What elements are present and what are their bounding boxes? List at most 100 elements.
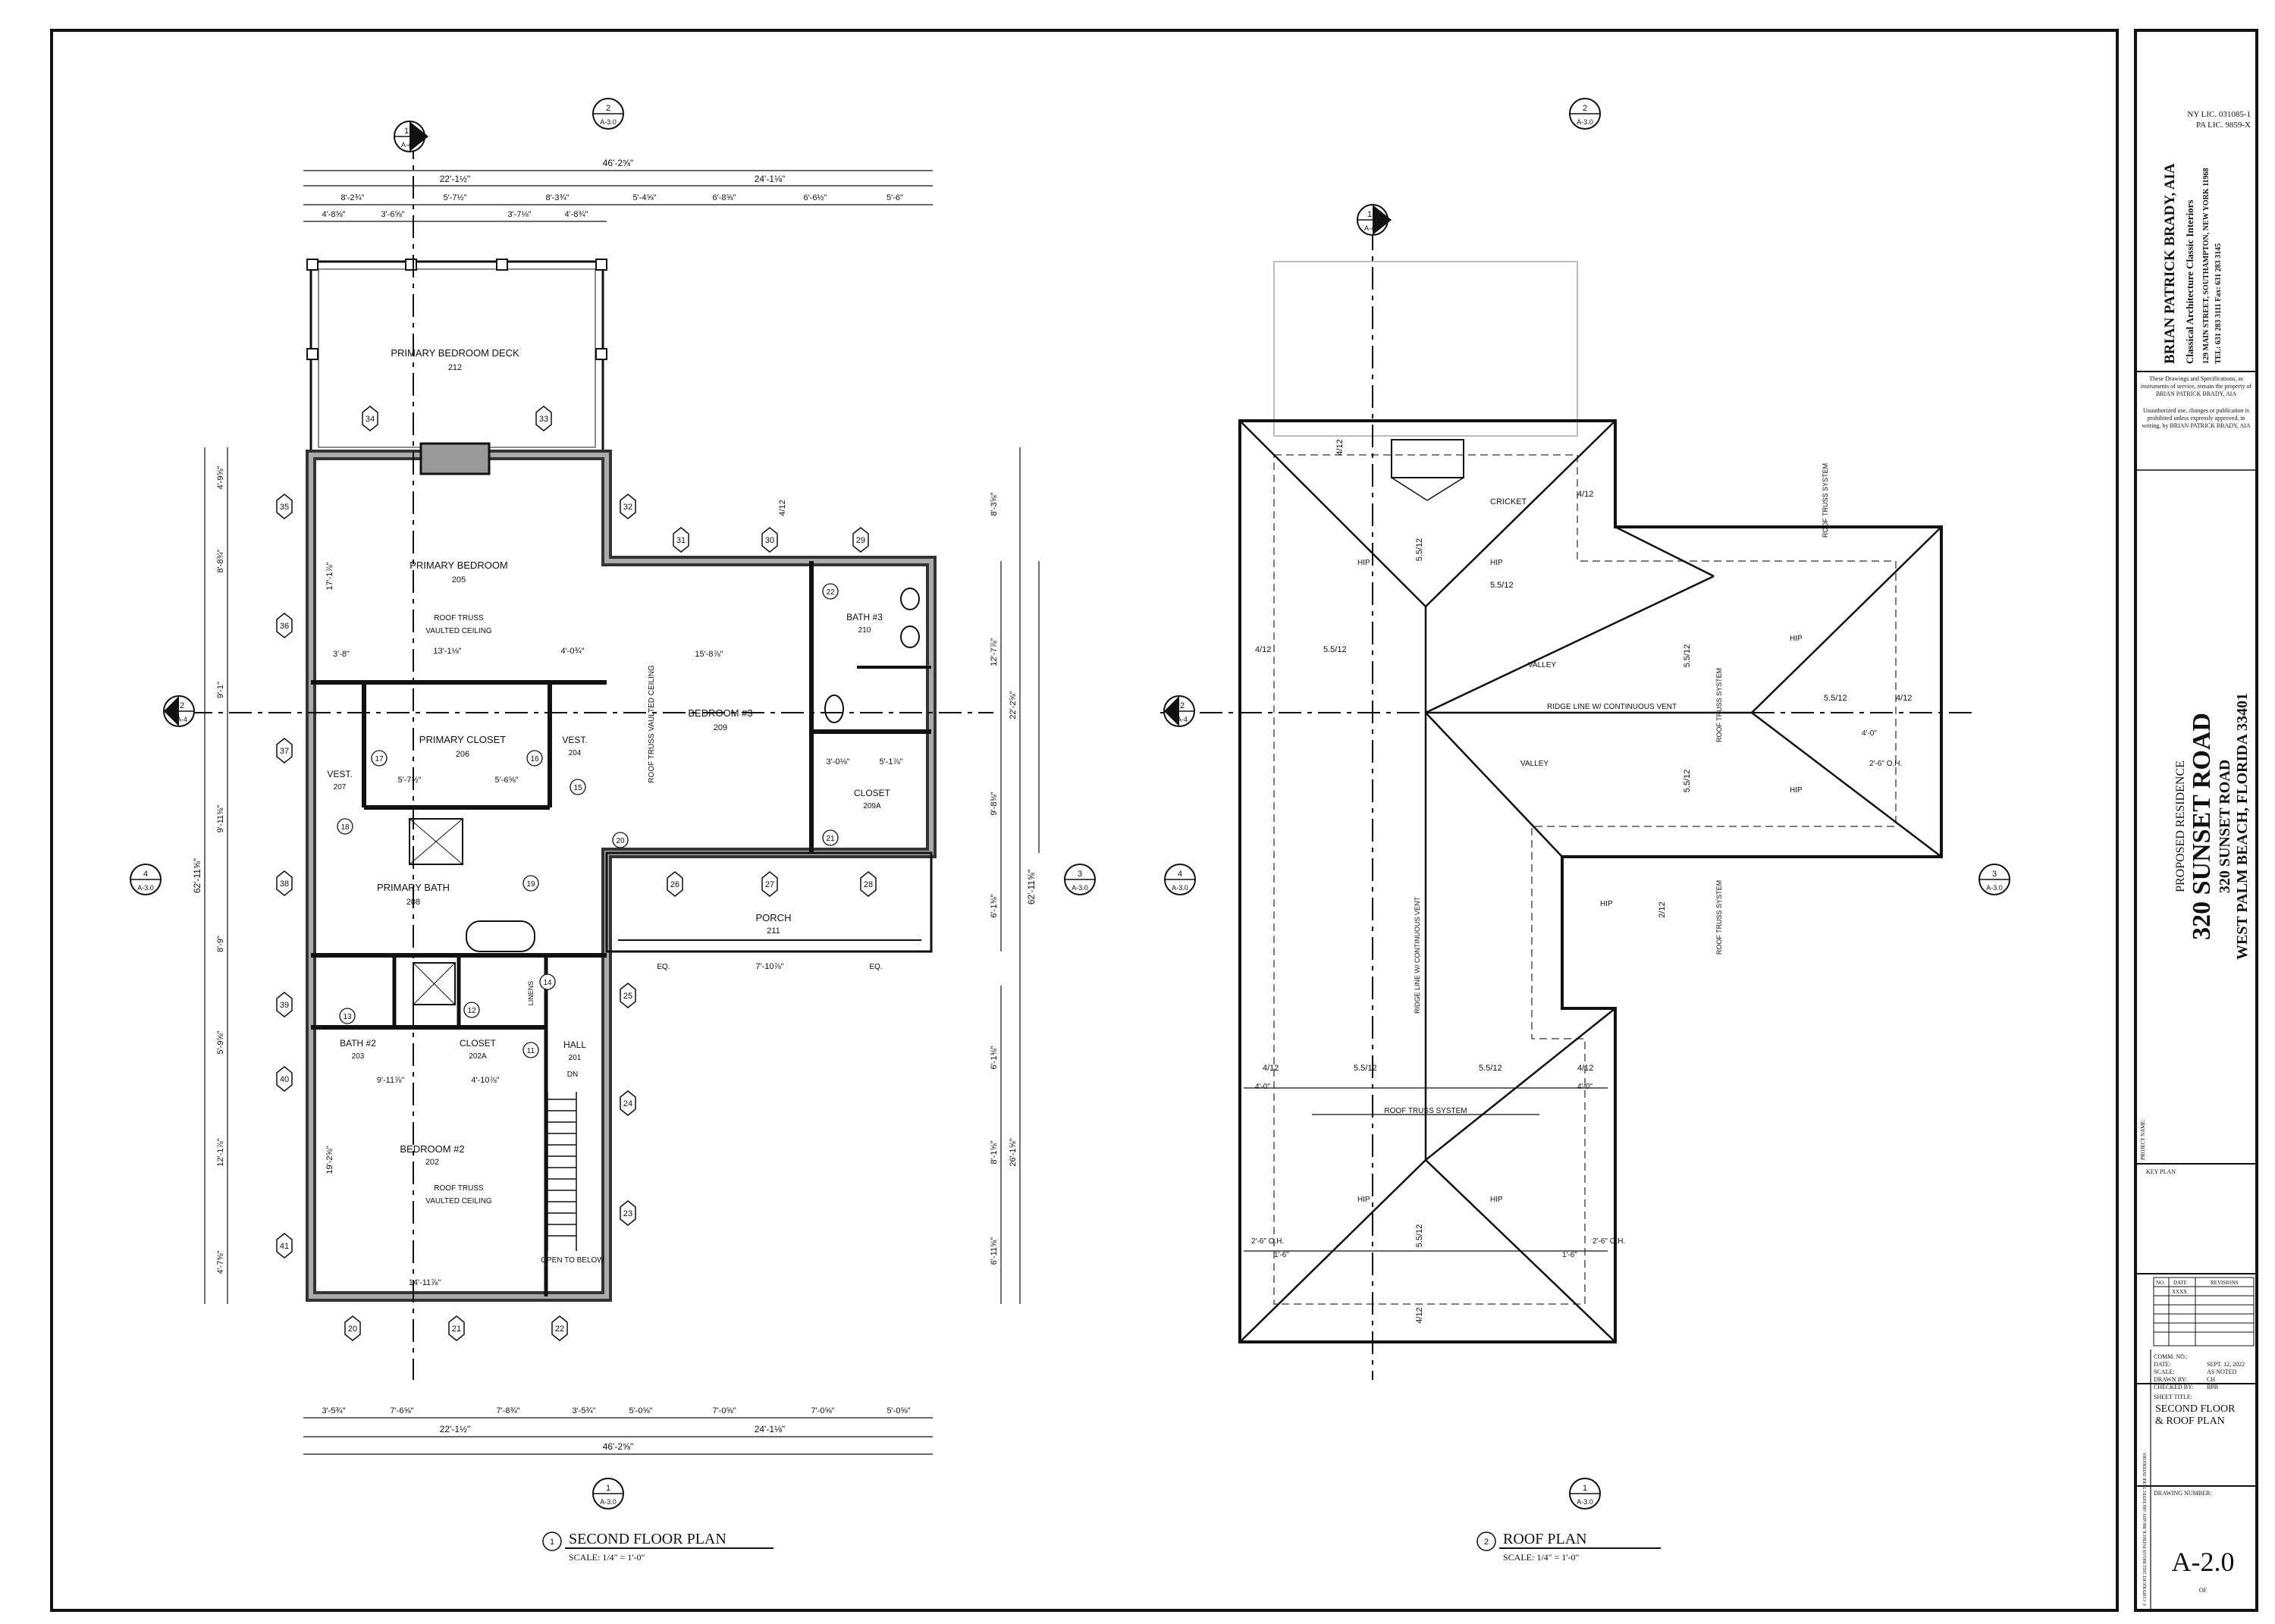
label-valley: VALLEY bbox=[1520, 760, 1549, 768]
marker-sheet: A-4 bbox=[401, 141, 412, 149]
room-number: 202A bbox=[469, 1052, 487, 1061]
marker-sheet: A-3.0 bbox=[1172, 884, 1188, 892]
dim-top-a: 5'-4⅝" bbox=[632, 193, 656, 202]
dim-top-b: 3'-7⅛" bbox=[507, 210, 531, 219]
dim-left: 8'-8¾" bbox=[216, 549, 225, 572]
room-label: HALL bbox=[563, 1039, 586, 1050]
door-tag: 20 bbox=[616, 837, 625, 845]
label-cricket: CRICKET bbox=[1490, 497, 1527, 506]
room-label: BEDROOM #3 bbox=[688, 707, 752, 719]
second-floor-plan bbox=[190, 136, 1040, 1455]
dim-left: 5'-9⅝" bbox=[216, 1030, 225, 1054]
marker-number: 1 bbox=[1583, 1484, 1587, 1493]
label-truss: ROOF TRUSS SYSTEM bbox=[1715, 668, 1723, 742]
roof-plan-title: 2 ROOF PLAN SCALE: 1/4" = 1'-0" bbox=[1476, 1531, 1661, 1563]
room-label: PRIMARY CLOSET bbox=[419, 734, 506, 745]
label-ridge: RIDGE LINE W/ CONTINUOUS VENT bbox=[1547, 703, 1677, 711]
dim-left: 4'-7⅜" bbox=[216, 1250, 225, 1274]
room-number: 207 bbox=[334, 783, 347, 792]
grid-tag: 39 bbox=[280, 1001, 289, 1010]
marker-number: 4 bbox=[143, 870, 148, 879]
dim-br-width: 13'-1⅛" bbox=[433, 647, 461, 656]
dim-top-a: 5'-7½" bbox=[443, 193, 466, 202]
room-label: BATH #3 bbox=[846, 612, 883, 622]
dim-br: 4'-0¾" bbox=[560, 647, 584, 656]
info-key: CHECKED BY: bbox=[2154, 1384, 2193, 1390]
dim-bottom: 7'-8¾" bbox=[496, 1406, 519, 1416]
dim-half-left-bottom: 22'-1½" bbox=[440, 1424, 471, 1434]
grid-tag: 26 bbox=[670, 880, 679, 889]
room-number: 205 bbox=[452, 575, 466, 585]
firm-phone: TEL: 631 283 3111 Fax: 631 283 3145 bbox=[2214, 243, 2223, 364]
bathtub bbox=[466, 920, 535, 952]
pitch: 4/12 bbox=[778, 500, 787, 516]
floor-plan-scale: SCALE: 1/4" = 1'-0" bbox=[569, 1552, 645, 1563]
note-roof-truss: ROOF TRUSS bbox=[434, 614, 484, 622]
pitch: 4/12 bbox=[1263, 1064, 1279, 1073]
project-kind: PROPOSED RESIDENCE bbox=[2174, 760, 2187, 892]
marker-sheet: A-4 bbox=[1364, 224, 1375, 232]
marker-number: 1 bbox=[1367, 210, 1372, 219]
dim-br2-h: 19'-2⅝" bbox=[325, 1146, 334, 1174]
dim-left: 4'-9⅝" bbox=[216, 466, 225, 489]
pitch: 5.5/12 bbox=[1479, 1064, 1502, 1073]
firm-name: BRIAN PATRICK BRADY, AIA bbox=[2162, 163, 2178, 364]
floor-plan-title: 1 SECOND FLOOR PLAN SCALE: 1/4" = 1'-0" bbox=[542, 1531, 774, 1563]
marker-number: 2 bbox=[1180, 701, 1185, 710]
dim-half-right-bottom: 24'-1⅛" bbox=[755, 1424, 786, 1434]
rev-date: XXXX bbox=[2172, 1289, 2187, 1295]
grid-tag: 32 bbox=[623, 503, 632, 512]
title-number: 2 bbox=[1484, 1538, 1489, 1547]
pitch: 4/12 bbox=[1577, 1064, 1593, 1073]
drawing-number-label: DRAWING NUMBER: bbox=[2154, 1490, 2211, 1497]
dim-left-overall: 62'-11⅝" bbox=[192, 858, 202, 893]
dim-closet: 5'-7½" bbox=[397, 776, 421, 785]
firm-tagline: Classical Architecture Classic Interiors bbox=[2184, 199, 2195, 364]
grid-tag: 25 bbox=[623, 992, 632, 1001]
note-dn: DN bbox=[567, 1071, 578, 1079]
info-key: SCALE: bbox=[2154, 1368, 2175, 1375]
sheet-title-label: SHEET TITLE: bbox=[2154, 1394, 2192, 1400]
dim-overhang: 1'-6" bbox=[1274, 1251, 1289, 1259]
label-hip: HIP bbox=[1600, 900, 1613, 908]
dim-closet3: 5'-1⅞" bbox=[879, 757, 902, 767]
dim-top-a: 5'-6" bbox=[886, 193, 903, 202]
note-linens: LINENS bbox=[527, 981, 535, 1006]
dim-bottom: 7'-0⅝" bbox=[712, 1406, 736, 1416]
rev-header: REVISIONS bbox=[2211, 1280, 2239, 1286]
pitch: 4/12 bbox=[1577, 490, 1593, 499]
room-label: PRIMARY BEDROOM bbox=[410, 560, 508, 571]
room-label: BEDROOM #2 bbox=[400, 1143, 464, 1155]
dim-overhang: 1'-6" bbox=[1562, 1251, 1577, 1259]
room-label: CLOSET bbox=[460, 1038, 497, 1049]
dim-br3-w: 15'-8⅞" bbox=[695, 650, 723, 659]
info-value: BPB bbox=[2207, 1384, 2218, 1390]
grid-tag: 30 bbox=[765, 536, 774, 545]
pitch: 4/12 bbox=[1335, 439, 1345, 455]
dim-bottom: 7'-6⅝" bbox=[390, 1406, 413, 1416]
roof-plan bbox=[1160, 227, 1972, 1380]
note-eq: EQ. bbox=[657, 963, 670, 971]
dim-overhang: 2'-6" O.H. bbox=[1869, 760, 1902, 768]
room-number: 202 bbox=[425, 1158, 439, 1167]
door-tag: 17 bbox=[375, 755, 384, 763]
exterior-walls bbox=[306, 450, 937, 1302]
label-hip: HIP bbox=[1490, 1196, 1503, 1204]
label-hip: HIP bbox=[1357, 1196, 1370, 1204]
dim-bath2-w: 9'-11⅞" bbox=[377, 1076, 404, 1085]
room-number: 211 bbox=[767, 926, 780, 936]
grid-tag: 34 bbox=[366, 415, 375, 424]
marker-number: 2 bbox=[180, 701, 184, 710]
dim-right-lower: 26'-1⅝" bbox=[1009, 1138, 1018, 1166]
key-plan-label: KEY PLAN bbox=[2146, 1168, 2176, 1175]
hip-lines bbox=[1239, 420, 1942, 1343]
room-number: 204 bbox=[569, 749, 582, 757]
grid-tag: 28 bbox=[864, 880, 873, 889]
door-tag: 22 bbox=[826, 588, 835, 597]
room-number: 203 bbox=[352, 1052, 365, 1061]
door-tag: 11 bbox=[527, 1047, 535, 1055]
dim-top-a: 8'-3¾" bbox=[545, 193, 569, 202]
unauthorized-notice: Unauthorized use, changes or publication… bbox=[2142, 407, 2251, 429]
project-address-2: WEST PALM BEACH, FLORIDA 33401 bbox=[2234, 693, 2251, 960]
